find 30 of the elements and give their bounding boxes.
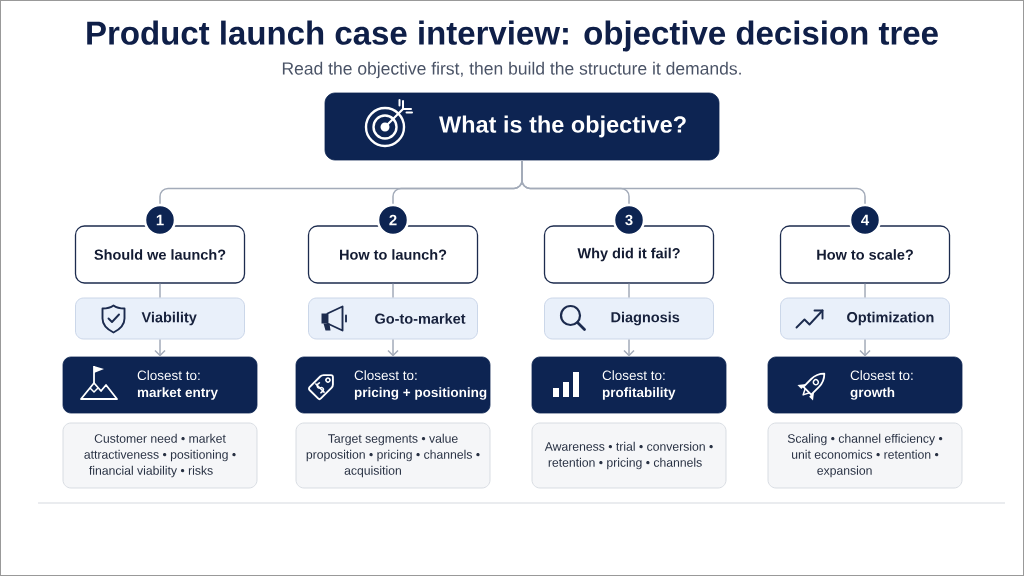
question-box: Should we launch? [74,225,246,284]
arrow [859,338,871,357]
question-box: What is the objective? [324,92,720,161]
number-badge: 3 [612,203,646,237]
connector [392,282,394,299]
category-box: Diagnosis [544,297,714,340]
detail-box: Awareness • trial • conversion • retention • pricing • channels [531,422,727,489]
number-badge: 1 [143,203,177,237]
detail-box: Scaling • channel efficiency • unit economics • retention • expansion [767,422,963,489]
connector [628,282,630,299]
result-box: Closest to: market entry [62,356,258,414]
connector [159,282,161,299]
category-box: Go-to-market [308,297,478,340]
number-badge: 2 [376,203,410,237]
result-box: Closest to: profitability [531,356,727,414]
arrow [623,338,635,357]
result-box: Closest to: pricing + positioning [295,356,491,414]
title: Product launch case interview: objective decision tree [87,20,938,52]
question-box: Why did it fail? [543,225,715,284]
detail-box: Target segments • value proposition • pricing • channels • acquisition [295,422,491,489]
arrow [387,338,399,357]
connector [864,282,866,299]
category-box: Viability [75,297,245,340]
arrow [154,338,166,357]
detail-box: Customer need • market attractiveness • positioning • financial viability • risks [62,422,258,489]
question-box: How to launch? [307,225,479,284]
number-badge: 4 [848,203,882,237]
result-box: Closest to: growth [767,356,963,414]
category-box: Optimization [780,297,950,340]
question-box: How to scale? [779,225,951,284]
